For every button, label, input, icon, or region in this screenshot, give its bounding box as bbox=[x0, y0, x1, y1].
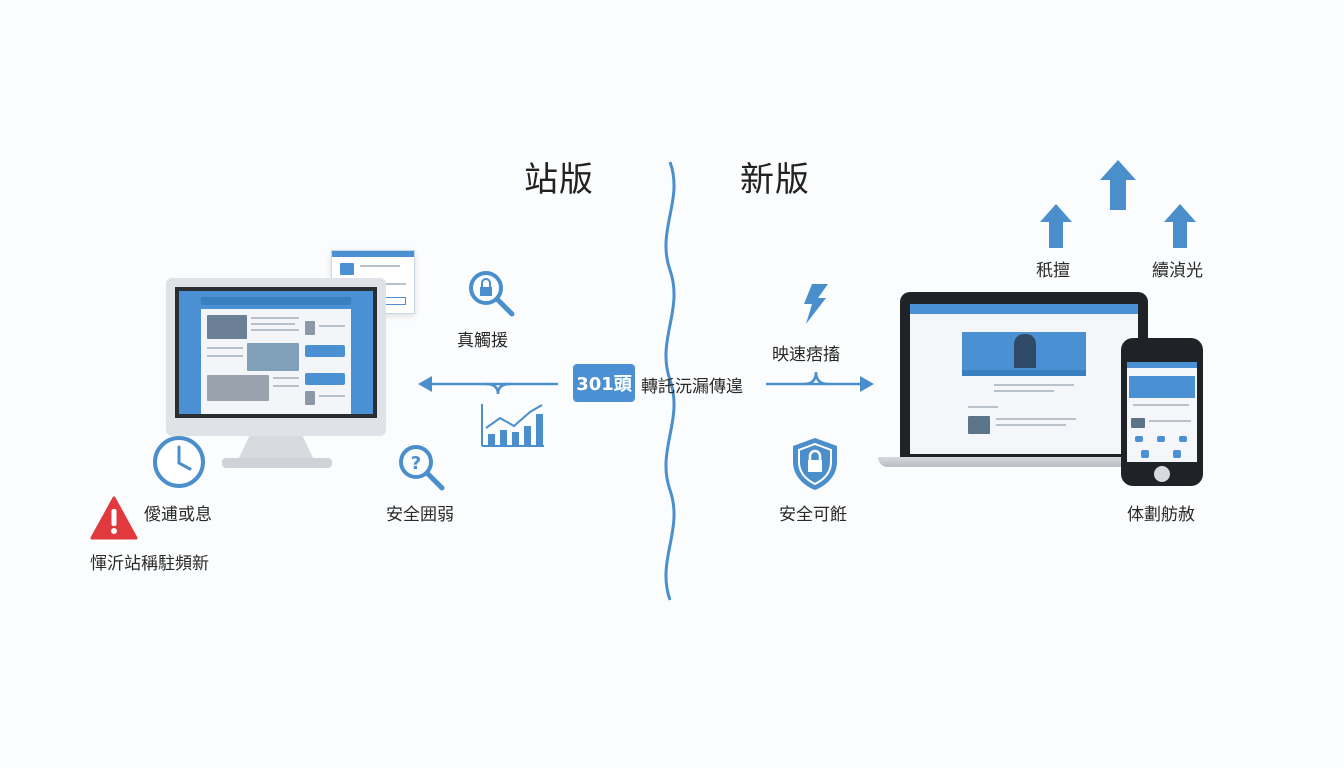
search-lock-icon bbox=[469, 271, 515, 317]
monitor-base bbox=[222, 458, 332, 468]
growth-chart-icon bbox=[481, 404, 544, 447]
wavy-divider bbox=[664, 161, 676, 601]
shield-label: 安全可餁 bbox=[779, 505, 847, 525]
redirect-caption: 轉託沅漏傳遑 bbox=[641, 377, 743, 397]
warning-icon bbox=[90, 496, 138, 540]
speed-label: 映速痞搐 bbox=[772, 345, 840, 365]
old-version-heading: 站版 bbox=[524, 160, 594, 200]
warning-label: 惲沂站稱駐頻新 bbox=[90, 554, 209, 574]
arrow-left-label: 秖擅 bbox=[1036, 261, 1070, 281]
shield-lock-icon bbox=[793, 438, 837, 490]
search-question-label: 安全囲弱 bbox=[386, 505, 454, 525]
clock-label: 僾逋或息 bbox=[144, 505, 212, 525]
svg-text:?: ? bbox=[411, 453, 421, 474]
up-arrow-icon bbox=[1164, 204, 1196, 248]
redirect-301-badge: 301頭 bbox=[573, 364, 635, 402]
right-arrow-brace bbox=[766, 371, 874, 392]
clock-icon bbox=[153, 436, 205, 488]
search-lock-label: 真觸援 bbox=[457, 331, 508, 351]
devices-label: 体劃舫赦 bbox=[1127, 505, 1195, 525]
new-site-laptop bbox=[900, 292, 1148, 458]
lightning-icon bbox=[804, 284, 828, 324]
laptop-base bbox=[878, 457, 1174, 467]
old-site-monitor bbox=[166, 278, 386, 436]
up-arrow-icon bbox=[1040, 204, 1072, 248]
search-question-icon: ? bbox=[399, 445, 445, 491]
new-site-phone bbox=[1121, 338, 1203, 486]
up-arrow-icon bbox=[1100, 160, 1136, 210]
left-arrow-brace bbox=[418, 376, 558, 395]
monitor-stand bbox=[238, 436, 314, 460]
new-version-heading: 新版 bbox=[740, 160, 810, 200]
arrow-right-label: 續湞光 bbox=[1152, 261, 1203, 281]
